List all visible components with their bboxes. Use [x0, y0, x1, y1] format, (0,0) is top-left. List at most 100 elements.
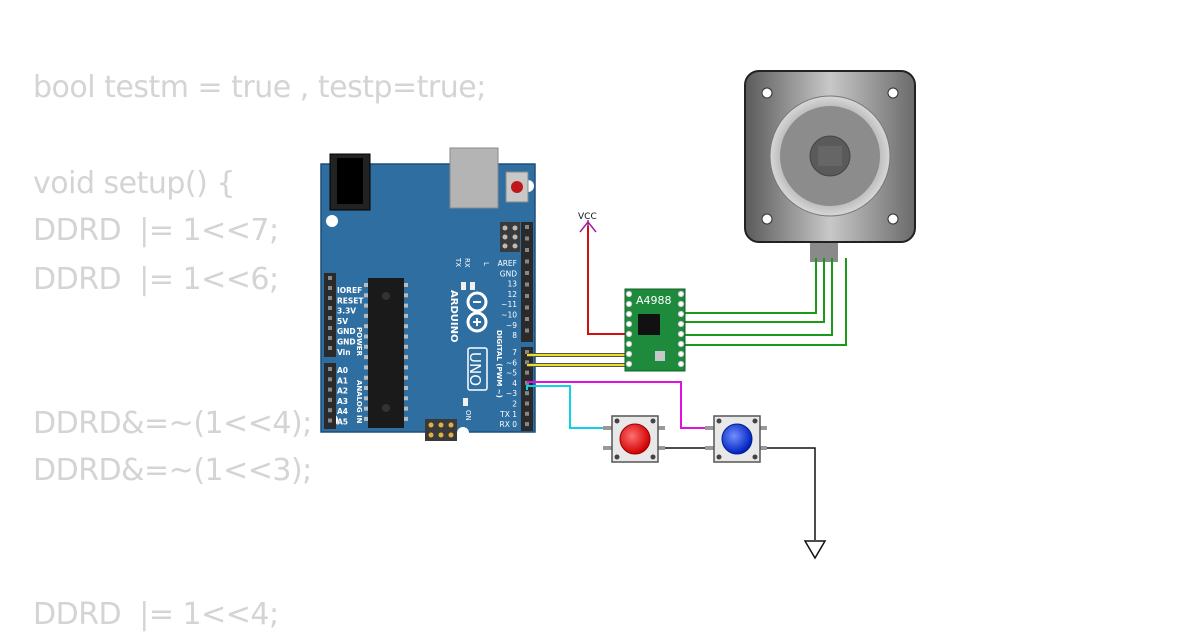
chip-pin	[404, 303, 408, 308]
header-pin	[328, 306, 332, 310]
chip-pin	[404, 406, 408, 411]
motor-shaft	[818, 146, 842, 166]
icsp-header-bottom	[425, 419, 457, 441]
tx-led-label: TX	[454, 257, 462, 267]
driver-pin	[677, 330, 685, 338]
left-header-pins	[328, 276, 332, 423]
brand-label: ARDUINO	[448, 290, 459, 342]
digital-pin-label: ~6	[506, 358, 517, 367]
mounting-hole	[326, 215, 338, 227]
code-line-4: DDRD |= 1<<6;	[33, 262, 279, 297]
chip-pin	[404, 344, 408, 349]
chip-pin	[364, 355, 368, 360]
digital-header-label: DIGITAL (PWM ~)	[495, 330, 503, 398]
chip-pin	[364, 324, 368, 329]
vcc-symbol: VCC	[578, 212, 597, 233]
chip-pin	[404, 283, 408, 287]
wire-motor-1	[676, 258, 817, 314]
motor-screw-hole	[887, 87, 899, 99]
motor-screw-hole	[761, 87, 773, 99]
header-pin	[328, 326, 332, 330]
digital-pin-label: TX 1	[499, 410, 517, 419]
vcc-label: VCC	[578, 212, 597, 222]
chip-notch	[382, 292, 390, 300]
power-pin-label: GND	[337, 327, 356, 336]
wire-motor-3	[676, 258, 833, 336]
analog-pin-label: A1	[337, 376, 348, 385]
model-box	[467, 347, 488, 391]
driver-pin	[625, 300, 633, 308]
header-pin	[525, 294, 529, 298]
wires	[526, 226, 847, 540]
header-pin	[525, 328, 529, 333]
header-pin	[328, 418, 332, 423]
header-pin	[328, 276, 332, 280]
header-pin	[525, 248, 529, 252]
power-pin-label: IOREF	[337, 286, 362, 295]
push-button-blue[interactable]	[705, 415, 767, 463]
code-line-7: DDRD |= 1<<4;	[33, 597, 279, 632]
wire-blue-button	[527, 381, 714, 429]
ground-symbol	[803, 540, 827, 560]
microcontroller-chip	[368, 278, 404, 428]
chip-pin	[404, 365, 408, 370]
a4988-driver[interactable]: A4988	[624, 288, 686, 372]
chip-pin	[364, 416, 368, 421]
driver-pin	[677, 310, 685, 318]
header-pin	[525, 271, 529, 275]
chip-pin	[404, 375, 408, 380]
reset-button[interactable]	[511, 181, 523, 193]
mounting-hole	[457, 427, 469, 439]
motor-connector	[810, 240, 838, 262]
analog-header	[324, 363, 336, 429]
digital-pin-label: 7	[512, 348, 517, 357]
l-led-label: L	[482, 262, 490, 266]
rx-led-label: RX	[463, 258, 471, 268]
analog-pin-label: A5	[337, 418, 348, 427]
chip-pin	[364, 375, 368, 380]
rx-led	[470, 282, 475, 290]
analog-pin-label: A3	[337, 397, 348, 406]
driver-pin	[625, 330, 633, 338]
header-pin	[328, 286, 332, 290]
chip-pins	[364, 283, 408, 421]
header-pin	[328, 367, 332, 371]
chip-pin	[404, 396, 408, 401]
button-cap-red[interactable]	[619, 423, 651, 455]
header-pin	[328, 397, 332, 402]
code-line-3: DDRD |= 1<<7;	[33, 213, 279, 248]
header-pin	[525, 259, 529, 264]
motor-screw-hole	[761, 213, 773, 225]
digital-pin-label: ~9	[506, 321, 517, 330]
driver-potentiometer	[655, 351, 665, 361]
driver-pin	[677, 290, 685, 298]
header-pin	[328, 346, 332, 350]
chip-pin	[404, 355, 408, 360]
chip-pin	[404, 334, 408, 339]
digital-pin-label: 2	[512, 400, 517, 409]
stepper-motor[interactable]	[744, 70, 916, 262]
driver-pin	[677, 320, 685, 328]
digital-header-top	[521, 222, 533, 342]
analog-pin-label: A4	[337, 407, 348, 416]
driver-pins	[625, 290, 685, 368]
wire-red-button	[526, 385, 612, 429]
digital-pin-label: ~3	[506, 389, 517, 398]
wire-gnd	[760, 447, 816, 540]
usb-port	[449, 147, 499, 209]
push-button-red[interactable]	[603, 415, 665, 463]
code-line-6: DDRD&=~(1<<3);	[33, 453, 312, 488]
driver-pin	[677, 300, 685, 308]
header-pin	[525, 282, 529, 287]
power-header	[324, 273, 336, 357]
button-cap-blue[interactable]	[721, 423, 753, 455]
header-pin	[525, 350, 529, 354]
header-pin	[328, 408, 332, 413]
analog-header-label: ANALOG IN	[355, 380, 363, 424]
chip-pin	[404, 293, 408, 298]
chip-pin	[404, 386, 408, 390]
